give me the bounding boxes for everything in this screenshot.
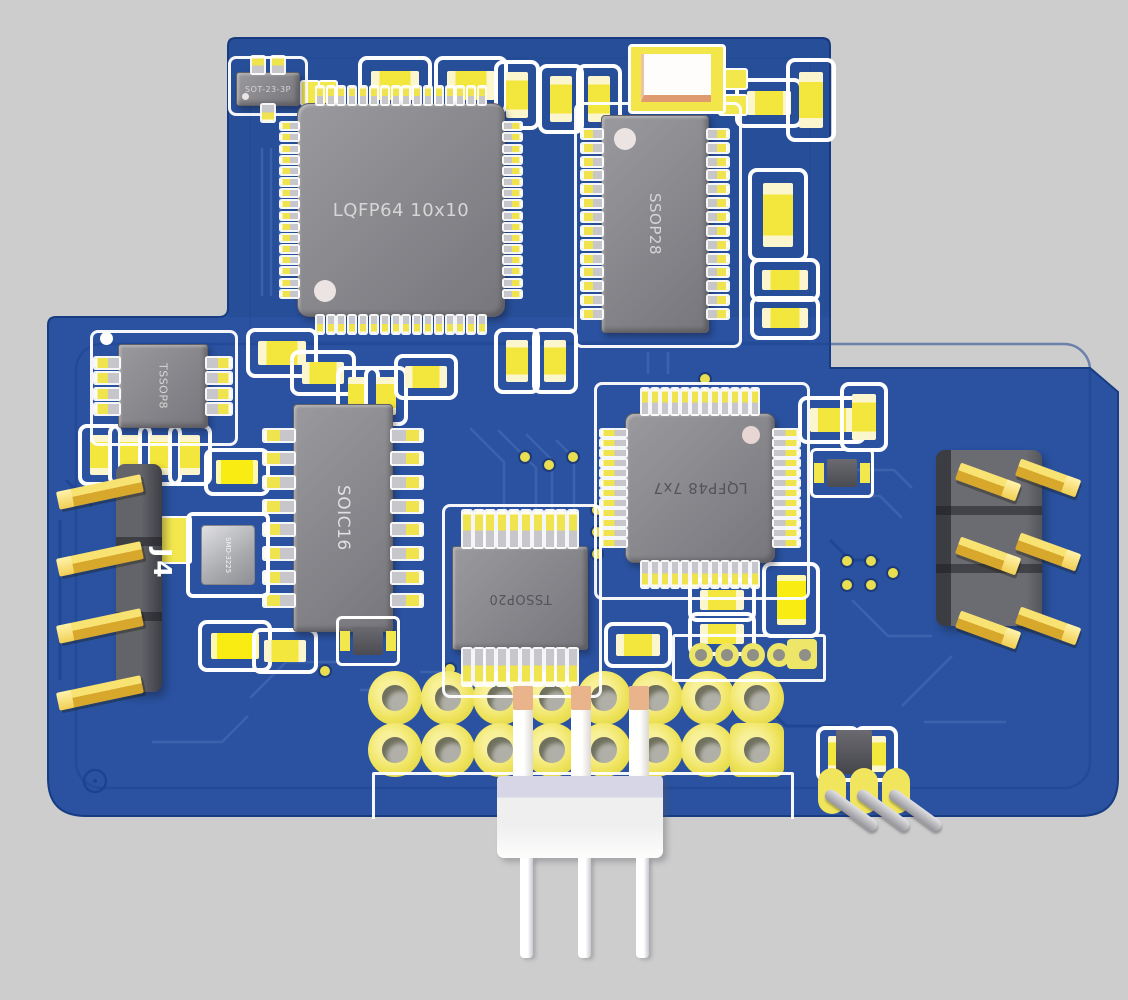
through-hole-pad	[368, 671, 422, 725]
passive-component	[532, 328, 578, 394]
white-connector-pin-upper	[629, 686, 649, 778]
gold-pin	[56, 474, 144, 510]
small-dark-chip	[810, 448, 874, 498]
passive-component	[252, 628, 318, 674]
passive-component	[538, 64, 584, 134]
passive-component	[604, 622, 672, 668]
via	[842, 580, 852, 590]
oscillator-component	[628, 44, 726, 114]
passive-component	[204, 448, 270, 496]
via	[888, 568, 898, 578]
gold-pin	[56, 541, 144, 577]
small-dark-chip	[336, 616, 400, 666]
through-hole-pad	[421, 671, 475, 725]
white-connector-pin-lower	[636, 858, 649, 958]
via	[592, 527, 602, 537]
via	[592, 505, 602, 515]
gold-pin	[1014, 458, 1082, 498]
via	[544, 460, 554, 470]
crystal-component: SMD-3225	[186, 512, 270, 598]
gold-pin	[954, 462, 1022, 502]
tssop8-label: TSSOP8	[156, 363, 170, 409]
tssop8-pin1-silk-dot	[100, 332, 113, 345]
through-hole-pad	[730, 723, 784, 777]
via	[592, 549, 602, 559]
passive-component	[290, 350, 356, 396]
ssop28-pin1-dot	[614, 128, 636, 150]
through-hole-pad	[525, 723, 579, 777]
passive-component	[786, 58, 836, 142]
via	[700, 374, 710, 384]
lqfp64-label: LQFP64 10x10	[332, 199, 470, 221]
soic16-label: SOIC16	[333, 485, 353, 551]
white-connector-pin-upper	[513, 686, 533, 778]
white-connector-pin-lower	[520, 858, 533, 958]
ssop28-label: SSOP28	[646, 193, 664, 255]
sot23-pin1-dot	[242, 93, 249, 100]
via	[866, 556, 876, 566]
gold-pin	[954, 536, 1022, 576]
via	[520, 452, 530, 462]
gold-pin	[954, 610, 1022, 650]
passive-component	[750, 258, 820, 302]
white-connector-pin-lower	[578, 858, 591, 958]
j4-designator: J4	[148, 548, 177, 581]
through-hole-pad	[421, 723, 475, 777]
gold-pin	[56, 608, 144, 644]
gold-pin	[56, 675, 144, 711]
lqfp48-pin1-dot	[742, 426, 760, 444]
sot23-label: SOT-23-3P	[245, 84, 291, 94]
white-connector-pin-upper	[571, 686, 591, 778]
via	[320, 666, 330, 676]
gold-pin	[1014, 532, 1082, 572]
passive-component	[494, 328, 540, 394]
via	[866, 580, 876, 590]
via	[568, 452, 578, 462]
small-dark-body	[836, 730, 872, 774]
via	[842, 556, 852, 566]
passive-component	[750, 296, 820, 340]
lqfp64-pin1-dot	[314, 280, 336, 302]
white-connector-body	[497, 776, 663, 858]
gold-pin	[1014, 606, 1082, 646]
via	[445, 664, 455, 674]
crystal-label: SMD-3225	[201, 525, 255, 585]
through-hole-pad	[681, 723, 735, 777]
through-hole-pad	[368, 723, 422, 777]
passive-component	[394, 354, 458, 400]
